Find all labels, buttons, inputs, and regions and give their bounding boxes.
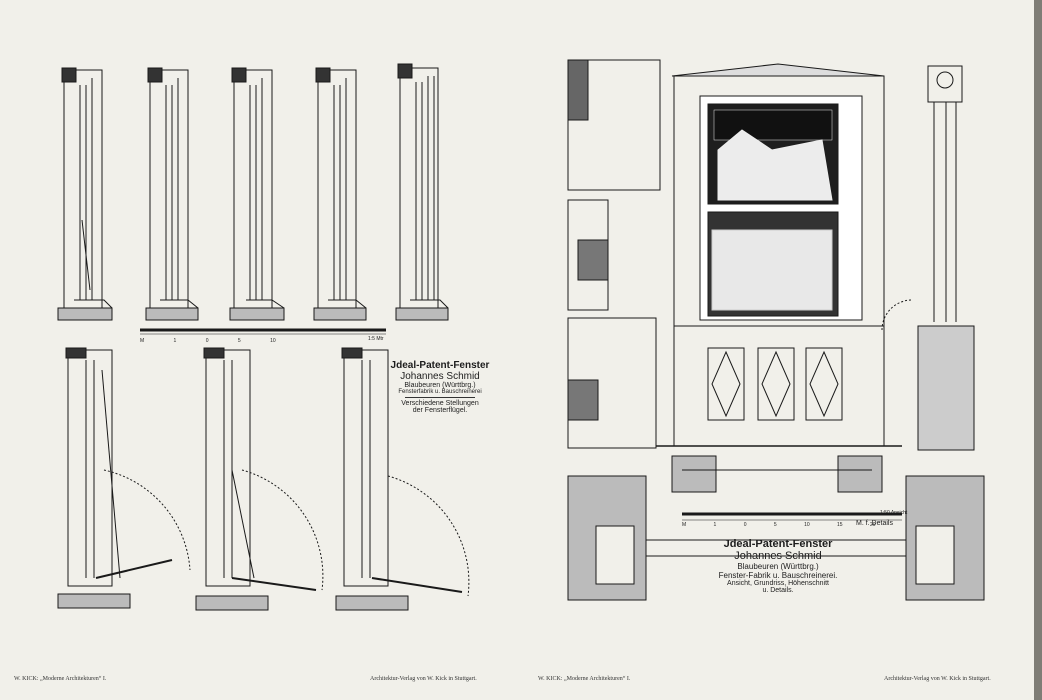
left-product-name: Jdeal-Patent-Fenster [390, 360, 490, 371]
right-caption-line1: Ansicht, Grundriss, Höhenschnitt [727, 580, 829, 587]
window-elevation [656, 63, 902, 447]
left-scale-tick-labels: M 1 0 5 10 [140, 338, 340, 344]
left-company-city: Blaubeuren (Württbrg.) [404, 382, 476, 389]
right-product-name: Jdeal-Patent-Fenster [723, 538, 833, 550]
right-scale-tick-3: 15 [837, 522, 843, 528]
right-scale-tick-1: 5 [773, 522, 777, 528]
right-scale-label-detail: M. f. Details [856, 520, 893, 527]
right-caption-line2: u. Details. [762, 587, 794, 594]
left-plate: M 1 0 5 10 1:5 Mtr Jdeal-Patent-Fenster … [0, 0, 522, 700]
right-footer-author: W. KICK: „Moderne Architekturen“ I. [538, 676, 631, 682]
book-edge [1034, 0, 1042, 700]
right-plate: M 1 0 5 10 15 20 1:50 Ansicht M. f. Deta… [522, 0, 1034, 700]
right-footer-publisher: Architektur-Verlag von W. Kick in Stuttg… [884, 676, 991, 682]
left-scale-tick-2: 10 [270, 338, 276, 344]
right-scale-tick-0: M 1 0 [682, 522, 747, 528]
left-caption-line2: der Fensterflügel. [412, 407, 468, 414]
left-scale-tick-0: M 1 0 [140, 338, 209, 344]
right-scale-bar [682, 512, 902, 521]
plan-section [567, 455, 985, 601]
section-drawing-6 [57, 347, 191, 609]
right-company-city: Blaubeuren (Württbrg.) [737, 562, 819, 571]
left-footer-publisher: Architektur-Verlag von W. Kick in Stuttg… [370, 676, 477, 682]
section-drawing-8 [335, 347, 470, 611]
section-drawing-1 [57, 67, 113, 321]
right-scale-tick-4: 20 [869, 522, 876, 528]
section-drawing-3 [229, 67, 285, 321]
section-drawing-7 [195, 347, 324, 611]
left-caption-line1: Verschiedene Stellungen [401, 400, 479, 407]
vertical-section-right [881, 65, 975, 451]
left-scale-unit: 1:5 Mtr [368, 336, 384, 342]
detail-section-left [567, 59, 661, 449]
left-plate-drawings [57, 63, 470, 611]
right-company-name: Johannes Schmid [734, 550, 822, 562]
left-title-block: Jdeal-Patent-Fenster Johannes Schmid Bla… [380, 360, 500, 414]
left-company-trade: Fensterfabrik u. Bauschreinerei [398, 389, 482, 395]
left-scale-tick-1: 5 [237, 338, 241, 344]
section-drawing-2 [145, 67, 199, 321]
right-company-trade: Fenster-Fabrik u. Bauschreinerei. [718, 571, 838, 580]
section-drawing-4 [313, 67, 367, 321]
section-drawing-5 [395, 63, 449, 321]
right-scale-tick-2: 10 [804, 522, 810, 528]
right-scale-tick-labels: M 1 0 5 10 15 20 [682, 522, 902, 528]
left-footer-author: W. KICK: „Moderne Architekturen“ I. [14, 676, 107, 682]
right-plate-drawings [567, 59, 985, 601]
right-title-block: Jdeal-Patent-Fenster Johannes Schmid Bla… [708, 538, 848, 594]
left-scale-bar [140, 328, 386, 335]
right-scale-label-view: 1:50 Ansicht [880, 510, 908, 516]
left-company-name: Johannes Schmid [400, 371, 480, 382]
